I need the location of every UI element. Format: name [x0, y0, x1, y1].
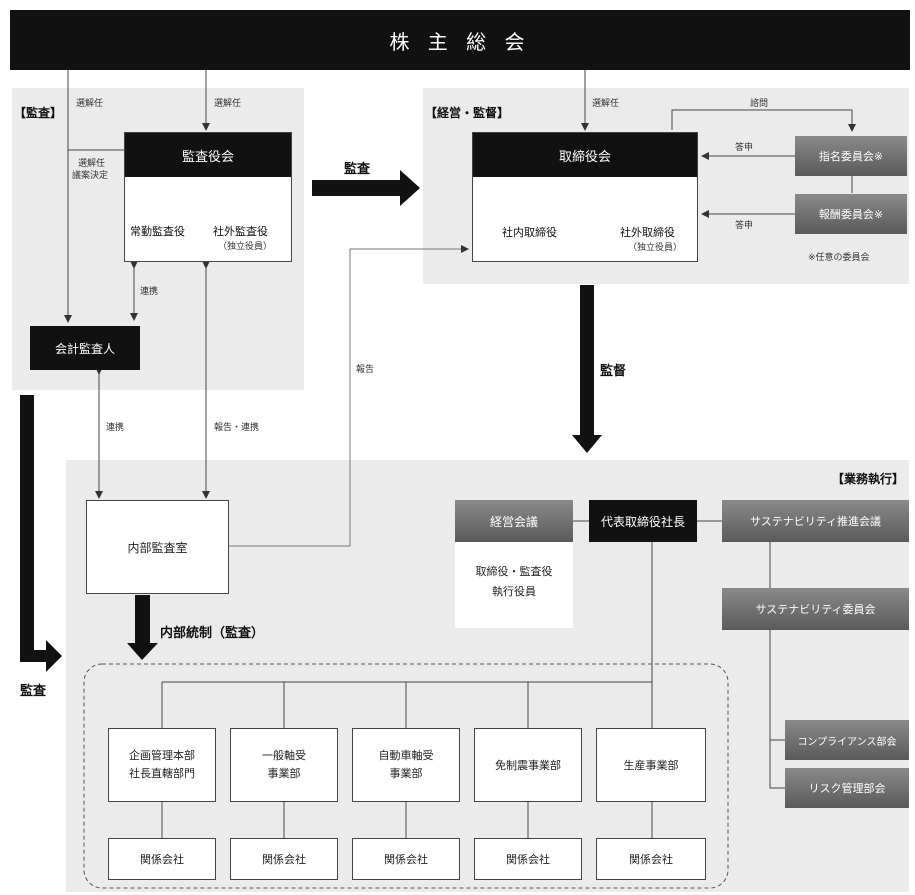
line-report-board — [229, 245, 469, 547]
audit-board-box: 監査役会 — [124, 132, 292, 262]
management-meeting-title: 経営会議 — [455, 500, 573, 542]
outside-director-note: （独立役員） — [628, 243, 683, 253]
department-name: 企画管理本部 — [129, 749, 195, 762]
department-name: 免制震事業部 — [495, 759, 561, 772]
consult-label: 諮問 — [750, 99, 769, 109]
compliance-subcommittee-label: コンプライアンス部会 — [797, 736, 897, 748]
affiliate-label: 関係会社 — [629, 853, 673, 866]
management-section-title: 【経営・監督】 — [425, 106, 510, 120]
affiliate-box: 関係会社 — [230, 838, 338, 880]
compensation-committee-label: 報酬委員会※ — [818, 208, 884, 221]
department-box: 企画管理本部 社長直轄部門 — [108, 728, 216, 802]
affiliate-label: 関係会社 — [506, 853, 550, 866]
audit-section-title: 【監査】 — [14, 106, 63, 120]
nomination-committee-box: 指名委員会※ — [795, 136, 907, 176]
internal-control-arrow — [127, 595, 158, 660]
report-label: 答申 — [735, 143, 754, 153]
elect-label: 選解任 — [76, 99, 104, 109]
business-section-title: 【業務執行】 — [832, 472, 905, 486]
risk-subcommittee-label: リスク管理部会 — [808, 782, 886, 795]
elect-label: 選解任 — [592, 99, 620, 109]
department-box: 生産事業部 — [596, 728, 706, 802]
department-name: 生産事業部 — [623, 759, 679, 772]
left-audit-label: 監査 — [20, 684, 47, 699]
report-label: 答申 — [735, 221, 754, 231]
risk-subcommittee-box: リスク管理部会 — [785, 768, 909, 808]
affiliate-box: 関係会社 — [352, 838, 460, 880]
elect-proposal-label: 選解任 — [78, 159, 106, 169]
compliance-subcommittee-box: コンプライアンス部会 — [785, 720, 909, 760]
board-box: 取締役会 — [472, 132, 698, 262]
department-name: 事業部 — [267, 767, 301, 780]
shareholders-meeting-label: 株 主 総 会 — [389, 29, 531, 54]
accounting-auditor-label: 会計監査人 — [54, 341, 115, 356]
president-label: 代表取締役社長 — [600, 514, 685, 529]
outside-director-label: 社外取締役 — [620, 226, 675, 239]
department-box: 一般軸受 事業部 — [230, 728, 338, 802]
line-committee-risk — [769, 630, 785, 789]
affiliate-box: 関係会社 — [108, 838, 216, 880]
inside-director-label: 社内取締役 — [502, 226, 557, 239]
report-label: 報告 — [356, 365, 375, 375]
supervise-arrow-label: 監督 — [600, 364, 627, 379]
department-box: 免制震事業部 — [474, 728, 582, 802]
shareholders-meeting-box: 株 主 総 会 — [10, 10, 910, 70]
left-audit-arrow — [20, 395, 62, 672]
department-name: 自動車軸受 — [378, 749, 434, 762]
affiliate-label: 関係会社 — [262, 853, 306, 866]
outside-auditor-label: 社外監査役 — [213, 225, 268, 238]
president-box: 代表取締役社長 — [589, 500, 697, 542]
accounting-auditor-box: 会計監査人 — [30, 326, 140, 370]
cooperate-label: 連携 — [106, 423, 125, 433]
internal-control-label: 内部統制（監査） — [160, 626, 265, 641]
sustainability-promotion-label: サステナビリティ推進会議 — [749, 515, 882, 528]
affiliate-label: 関係会社 — [140, 853, 184, 866]
management-meeting-member: 執行役員 — [492, 585, 536, 598]
department-name: 社長直轄部門 — [129, 767, 195, 780]
department-name: 事業部 — [389, 767, 423, 780]
outside-auditor-note: （独立役員） — [218, 242, 273, 252]
internal-audit-box: 内部監査室 — [86, 500, 229, 594]
department-name: 一般軸受 — [262, 749, 306, 762]
affiliate-box: 関係会社 — [474, 838, 582, 880]
affiliate-label: 関係会社 — [384, 853, 428, 866]
affiliate-box: 関係会社 — [596, 838, 706, 880]
nomination-committee-label: 指名委員会※ — [818, 150, 884, 163]
report-cooperate-label: 報告・連携 — [214, 423, 260, 433]
audit-board-title: 監査役会 — [125, 133, 291, 177]
compensation-committee-box: 報酬委員会※ — [795, 194, 907, 234]
sustainability-committee-label: サステナビリティ委員会 — [755, 603, 876, 616]
internal-audit-label: 内部監査室 — [127, 540, 188, 555]
department-box: 自動車軸受 事業部 — [352, 728, 460, 802]
sustainability-committee-box: サステナビリティ委員会 — [722, 588, 909, 630]
sustainability-promotion-box: サステナビリティ推進会議 — [722, 500, 909, 542]
audit-arrow — [312, 170, 420, 206]
committee-note: ※任意の委員会 — [808, 253, 870, 263]
elect-proposal-label: 議案決定 — [72, 171, 109, 181]
cooperate-label: 連携 — [140, 287, 159, 297]
management-meeting-member: 取締役・監査役 — [475, 565, 553, 578]
board-title: 取締役会 — [473, 133, 697, 177]
management-meeting-box: 経営会議 取締役・監査役 執行役員 — [455, 500, 573, 628]
fulltime-auditor-label: 常勤監査役 — [130, 225, 185, 238]
elect-label: 選解任 — [214, 99, 242, 109]
audit-arrow-label: 監査 — [344, 162, 371, 177]
departments-group-border — [83, 663, 729, 889]
supervise-arrow — [572, 285, 602, 453]
line-consult — [671, 109, 856, 132]
